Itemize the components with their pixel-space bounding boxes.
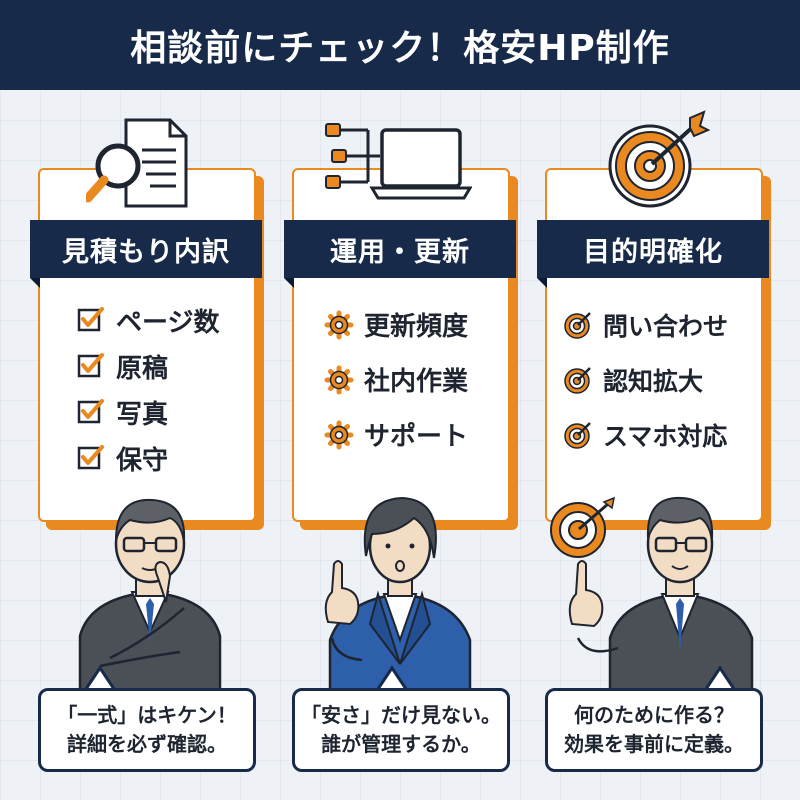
bubble-line: 効果を事前に定義。 xyxy=(564,732,744,756)
banner-fold xyxy=(284,278,294,288)
gear-icon xyxy=(324,310,354,339)
checkbox-icon xyxy=(77,445,104,470)
speech-bubble: 何のために作る？ 効果を事前に定義。 xyxy=(545,688,763,772)
item-label: 更新頻度 xyxy=(364,312,469,342)
list-item: 保守 xyxy=(76,435,219,481)
target-icon xyxy=(564,421,591,449)
magnifier-document-icon xyxy=(86,118,188,208)
speech-bubble: 「安さ」だけ見ない。 誰が管理するか。 xyxy=(292,688,510,772)
checkbox-icon xyxy=(77,399,104,424)
page-title: 相談前にチェック！格安HP制作 xyxy=(0,0,800,90)
gear-icon xyxy=(324,365,354,394)
target-icon xyxy=(564,311,591,339)
item-label: 写真 xyxy=(116,399,169,430)
list-item: サポート xyxy=(324,407,468,462)
checkbox-icon xyxy=(77,353,104,378)
bubble-line: 「安さ」だけ見ない。 xyxy=(301,703,501,727)
banner-fold xyxy=(537,278,547,288)
section-heading: 見積もり内訳 xyxy=(30,220,262,278)
item-label: ページ数 xyxy=(116,307,220,338)
item-list: ページ数 原稿 写真 保守 xyxy=(76,297,219,481)
thinking-man-illustration xyxy=(78,498,222,696)
checkbox-icon xyxy=(77,307,104,332)
bubble-line: 詳細を必ず確認。 xyxy=(67,732,227,756)
list-item: スマホ対応 xyxy=(563,407,728,462)
list-item: 写真 xyxy=(76,389,219,435)
bubble-line: 誰が管理するか。 xyxy=(321,732,481,756)
list-item: ページ数 xyxy=(76,297,219,343)
item-label: サポート xyxy=(364,422,469,452)
bubble-line: 「一式」はキケン！ xyxy=(57,703,237,727)
target-arrow-icon xyxy=(550,496,616,558)
man-pointing-illustration xyxy=(568,496,754,696)
bubble-line: 何のために作る？ xyxy=(574,703,734,727)
list-item: 社内作業 xyxy=(324,352,468,407)
item-label: 保守 xyxy=(116,445,169,476)
item-label: 原稿 xyxy=(116,353,169,384)
section-heading: 運用・更新 xyxy=(284,220,516,278)
item-list: 問い合わせ 認知拡大 スマホ対応 xyxy=(563,297,728,462)
item-label: 社内作業 xyxy=(364,367,469,397)
list-item: 更新頻度 xyxy=(324,297,468,352)
item-label: 問い合わせ xyxy=(603,311,729,341)
list-item: 問い合わせ xyxy=(563,297,728,352)
banner-fold xyxy=(30,278,40,288)
gear-icon xyxy=(324,420,354,449)
list-item: 原稿 xyxy=(76,343,219,389)
speech-bubble: 「一式」はキケン！ 詳細を必ず確認。 xyxy=(38,688,256,772)
target-arrow-icon xyxy=(608,110,711,208)
woman-pointing-illustration xyxy=(324,496,472,696)
item-label: 認知拡大 xyxy=(603,366,704,396)
list-item: 認知拡大 xyxy=(563,352,728,407)
target-icon xyxy=(564,366,591,394)
laptop-tools-icon xyxy=(325,123,472,200)
section-heading: 目的明確化 xyxy=(537,220,769,278)
item-label: スマホ対応 xyxy=(603,421,728,451)
item-list: 更新頻度 社内作業 サポート xyxy=(324,297,468,462)
